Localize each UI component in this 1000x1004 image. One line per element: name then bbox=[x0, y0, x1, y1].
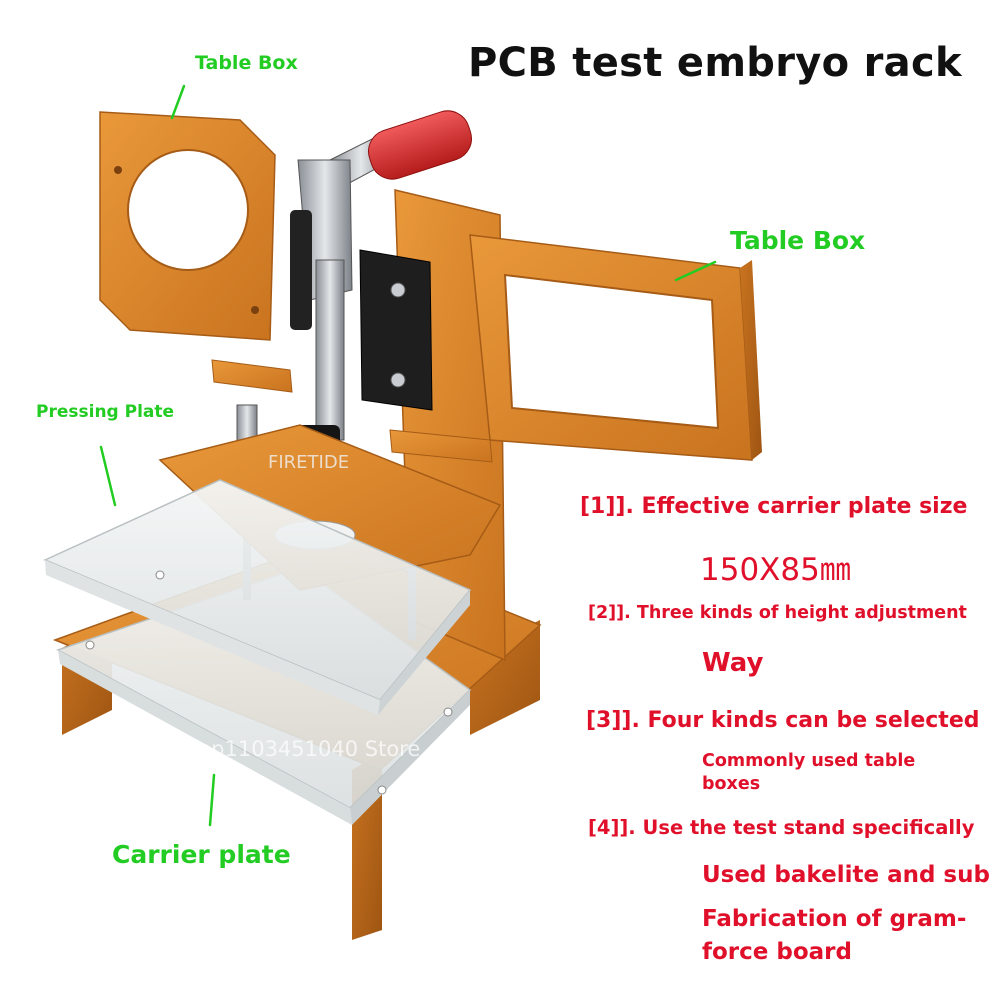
toggle-clamp-handle bbox=[329, 110, 472, 189]
spec-item-4-cont1: Used bakelite and sub bbox=[702, 862, 990, 888]
callout-table-box-right: Table Box bbox=[730, 226, 866, 255]
spec-item-1-value: 150X85㎜ bbox=[700, 552, 851, 588]
spec-item-4-cont2: Fabrication of gram-force board bbox=[702, 906, 967, 965]
brand-watermark: FIRETIDE bbox=[268, 452, 350, 473]
spec-item-4: [4]]. Use the test stand specifically bbox=[588, 816, 975, 839]
spec-item-3-cont: Commonly used table boxes bbox=[702, 751, 916, 794]
spec-item-3: [3]]. Four kinds can be selected bbox=[586, 708, 980, 733]
page-title: PCB test embryo rack bbox=[468, 40, 962, 86]
spec-item-2: [2]]. Three kinds of height adjustment bbox=[588, 603, 967, 623]
clamp-bracket bbox=[359, 249, 433, 411]
store-watermark: hop1103451040 Store bbox=[185, 737, 421, 761]
callout-carrier-plate: Carrier plate bbox=[112, 840, 291, 869]
spec-item-1: [1]]. Effective carrier plate size bbox=[580, 494, 968, 519]
callout-table-box-top: Table Box bbox=[195, 52, 298, 74]
callout-leader-lines bbox=[99, 84, 717, 827]
table-box-right-shape bbox=[469, 234, 762, 461]
table-box-left-shape bbox=[99, 111, 276, 341]
spec-item-2-cont: Way bbox=[702, 648, 764, 678]
pressing-plate-shape bbox=[43, 479, 472, 715]
callout-pressing-plate: Pressing Plate bbox=[36, 402, 175, 422]
